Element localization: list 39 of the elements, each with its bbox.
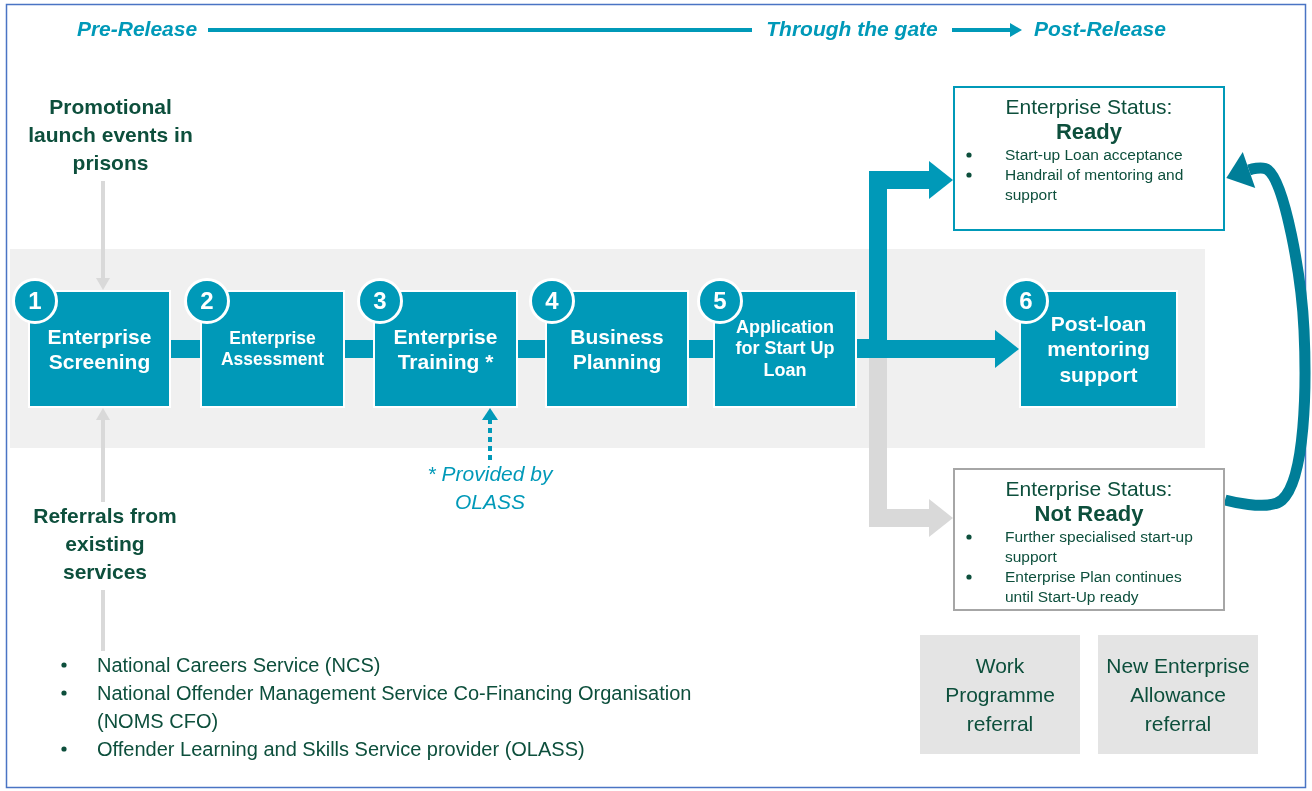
arrow [952,23,1022,37]
connector-line [518,340,545,358]
status-heading: Enterprise Status: [1004,476,1174,501]
connector-line [689,340,713,358]
referral-text: New Enterprise Allowance referral [1105,653,1251,737]
status-card [953,468,1225,611]
footnote-label: * Provided by OLASS [395,460,585,518]
status-card [953,86,1225,231]
bullet-text: Offender Learning and Skills Service provider (OLASS) [97,738,585,760]
bullet-text: Further specialised start-up support [1005,528,1193,565]
bullet-text: Start-up Loan acceptance [1005,146,1183,163]
step-title: Business Planning [569,323,665,375]
connector-line [101,590,105,651]
connector-line [171,340,200,358]
bullet-text: Handrail of mentoring and support [1005,166,1184,203]
phase-label: Pre-Release [66,15,208,45]
phase-label: Post-Release [1022,15,1178,45]
step-title: Enterprise Assessment [219,328,326,370]
arrow [96,408,110,502]
referral-card [1098,635,1258,754]
referral-card [920,635,1080,754]
arrow [482,408,498,460]
step-title: Enterprise Training * [392,323,499,375]
source-label: Referrals from existing services [25,502,185,590]
bullet-text: National Offender Management Service Co-Financing Organisation (NOMS CFO) [97,682,692,732]
arrow [857,330,1019,368]
arrow [96,181,110,290]
step-title: Post-loan mentoring support [1046,311,1151,387]
bullet-text: National Careers Service (NCS) [97,654,381,676]
status-heading: Enterprise Status: [1004,94,1174,119]
referral-text: Work Programme referral [944,653,1056,737]
status-value: Not Ready [1033,501,1145,527]
connector-line [345,340,373,358]
bullet-text: Enterprise Plan continues until Start-Up ready [1005,568,1182,605]
status-value: Ready [1054,119,1123,145]
step-title: Enterprise Screening [46,323,153,375]
connector-line [208,28,752,32]
source-label: Promotional launch events in prisons [28,93,193,181]
phase-label: Through the gate [752,15,952,45]
